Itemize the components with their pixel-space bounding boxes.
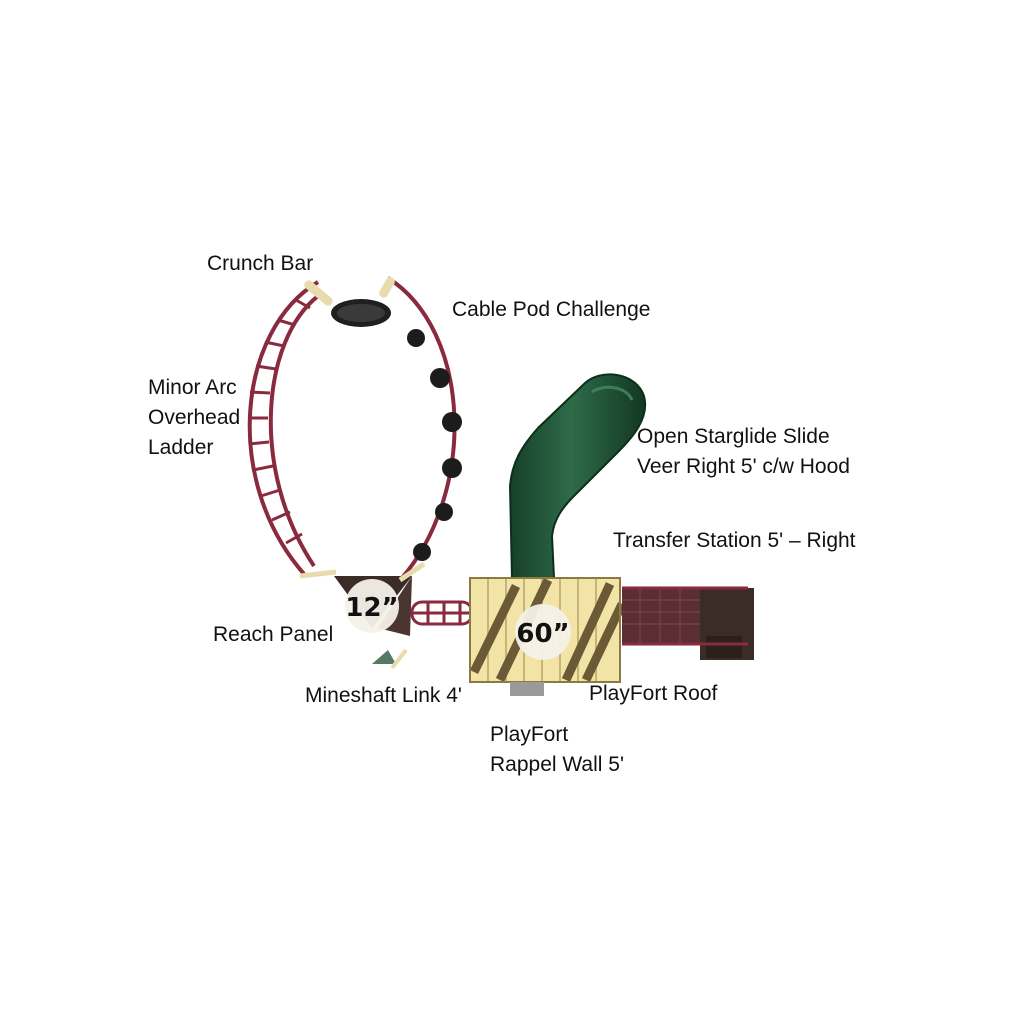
label-reach-panel: Reach Panel [213,623,334,646]
badge-60-inch: 60” [515,604,571,660]
label-minor-arc-line2: Overhead [148,406,241,429]
label-minor-arc: Minor Arc Overhead Ladder [148,373,240,463]
label-playfort-roof: PlayFort Roof [589,682,718,705]
mineshaft-link [410,600,474,626]
label-slide-line1: Open Starglide Slide [637,425,830,448]
label-minor-arc-line1: Minor Arc [148,376,237,399]
badge-60-text: 60” [516,619,569,649]
minor-arc-ladder [247,280,320,576]
badge-12-inch: 12” [345,579,399,633]
transfer-station [622,586,754,660]
label-transfer-station: Transfer Station 5' – Right [613,529,856,552]
starglide-slide [508,373,647,579]
label-mineshaft-link: Mineshaft Link 4' [305,684,462,707]
label-crunch-bar: Crunch Bar [207,252,314,275]
badge-12-text: 12” [345,593,398,623]
label-rappel-line1: PlayFort [490,723,569,746]
cable-pods [407,329,462,561]
label-minor-arc-line3: Ladder [148,436,214,459]
playfort [469,577,627,696]
label-rappel-wall: PlayFort Rappel Wall 5' [490,720,624,780]
label-rappel-line2: Rappel Wall 5' [490,753,624,776]
label-cable-pod-challenge: Cable Pod Challenge [452,298,651,321]
crunch-bar [304,277,395,327]
label-slide: Open Starglide Slide Veer Right 5' c/w H… [637,422,850,482]
label-slide-line2: Veer Right 5' c/w Hood [637,455,850,478]
